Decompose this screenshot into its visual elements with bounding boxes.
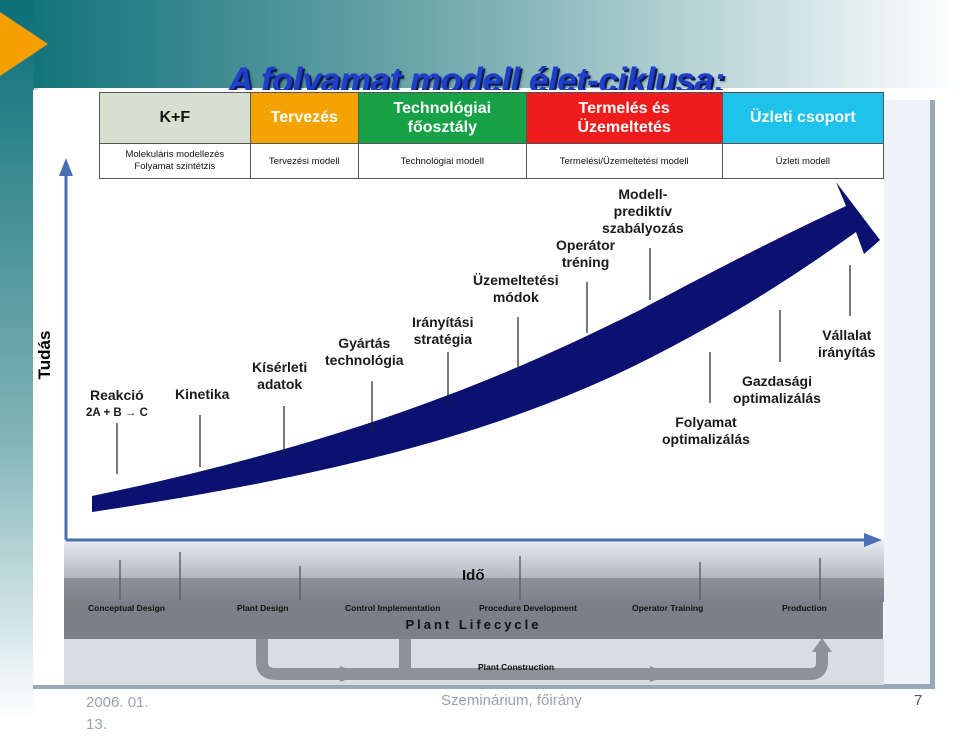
stage-control-implementation: Control Implementation — [345, 603, 440, 613]
plant-lifecycle-bar: Conceptual Design Plant Design Control I… — [64, 601, 883, 639]
milestone-gazdasagi-optimalizalas: Gazdasági optimalizálás — [733, 373, 821, 407]
plant-lifecycle-label: Plant Lifecycle — [64, 617, 883, 632]
milestone-reakcio: Reakció — [90, 387, 144, 404]
x-axis-label: Idő — [462, 567, 485, 584]
knowledge-growth-arrow — [92, 182, 880, 512]
y-axis-label: Tudás — [35, 325, 65, 385]
milestone-kiserleti-adatok: Kísérleti adatok — [252, 359, 307, 393]
milestone-gyartas-technologia: Gyártás technológia — [325, 335, 404, 369]
stage-plant-design: Plant Design — [237, 603, 288, 613]
footer-center-text: Szeminárium, főirány — [441, 692, 582, 709]
stage-procedure-development: Procedure Development — [479, 603, 577, 613]
footer-date: 2006. 01. 13. — [86, 692, 166, 736]
milestone-folyamat-optimalizalas: Folyamat optimalizálás — [662, 414, 750, 448]
stage-production: Production — [782, 603, 827, 613]
milestone-kinetika: Kinetika — [175, 386, 229, 403]
milestone-operator-trening: Operátor tréning — [556, 237, 615, 271]
milestone-iranyitasi-strategia: Irányítási stratégia — [412, 314, 473, 348]
y-axis-arrowhead — [59, 158, 73, 176]
milestone-vallalat-iranyitas: Vállalat irányítás — [818, 327, 876, 361]
stage-conceptual-design: Conceptual Design — [88, 603, 165, 613]
page-number: 7 — [914, 692, 922, 709]
stage-operator-training: Operator Training — [632, 603, 703, 613]
milestone-modell-prediktiv: Modell- prediktív szabályozás — [602, 186, 684, 237]
plant-construction-label: Plant Construction — [478, 662, 554, 672]
milestone-uzemeltetesi-modok: Üzemeltetési módok — [473, 272, 559, 306]
reaction-equation: 2A + B → C — [86, 407, 148, 419]
